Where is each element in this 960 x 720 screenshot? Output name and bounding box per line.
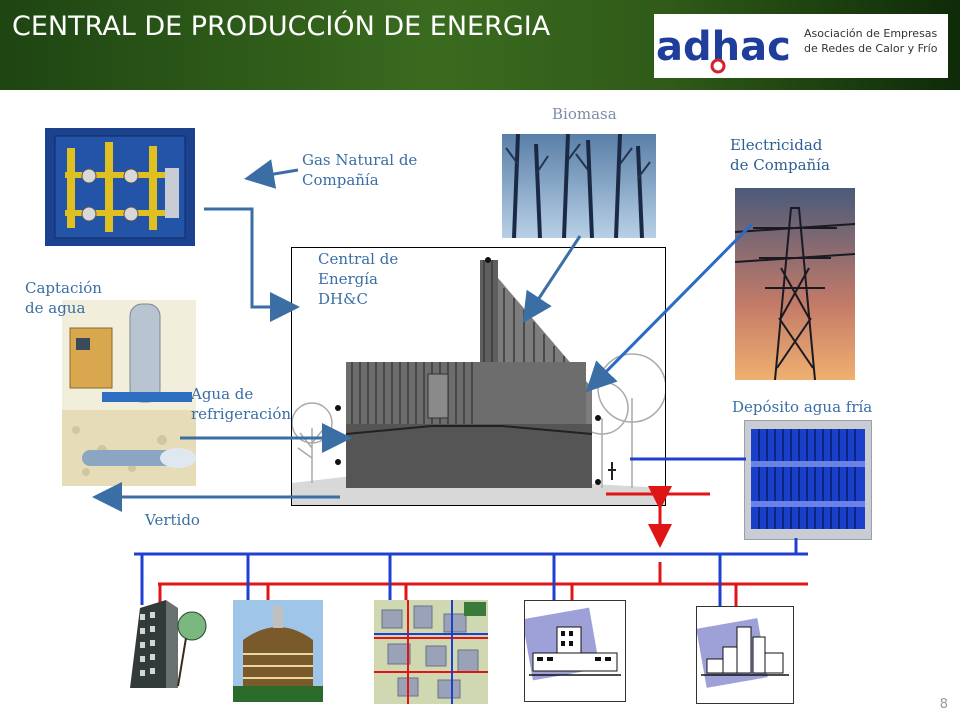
city-map-icon: [374, 600, 488, 704]
header-bar: CENTRAL DE PRODUCCIÓN DE ENERGIA adhac A…: [0, 0, 960, 90]
label-agua-refrigeracion: Agua de refrigeración: [191, 385, 292, 423]
factory-icon: [524, 600, 626, 702]
label-deposito: Depósito agua fría: [732, 398, 873, 416]
round-building-icon: [233, 600, 323, 702]
power-tower-photo: [735, 188, 855, 380]
label-vertido: Vertido: [145, 511, 200, 529]
page-number: 8: [939, 697, 948, 712]
city-skyline-icon: [696, 606, 794, 704]
water-intake-illustration: [62, 300, 196, 486]
label-biomasa: Biomasa: [552, 105, 617, 123]
adhac-logo-mark: adhac: [656, 24, 791, 74]
label-captacion: Captación de agua: [25, 279, 102, 317]
label-central: Central de Energía DH&C: [318, 250, 399, 308]
gas-arrow: [244, 159, 299, 189]
cold-water-tank-photo: [744, 420, 872, 540]
logo-drop-icon: [710, 58, 726, 74]
gas-supply-line: [204, 207, 300, 322]
office-tower-icon: [126, 596, 208, 692]
label-electricidad: Electricidad de Compañía: [730, 136, 830, 174]
adhac-logo: adhac Asociación de Empresas de Redes de…: [654, 14, 948, 78]
forest-photo: [502, 134, 656, 238]
label-gas: Gas Natural de Compañía: [302, 151, 418, 189]
gas-station-photo: [45, 128, 195, 246]
logo-text: Asociación de Empresas de Redes de Calor…: [804, 27, 938, 55]
page-title: CENTRAL DE PRODUCCIÓN DE ENERGIA: [12, 11, 551, 42]
